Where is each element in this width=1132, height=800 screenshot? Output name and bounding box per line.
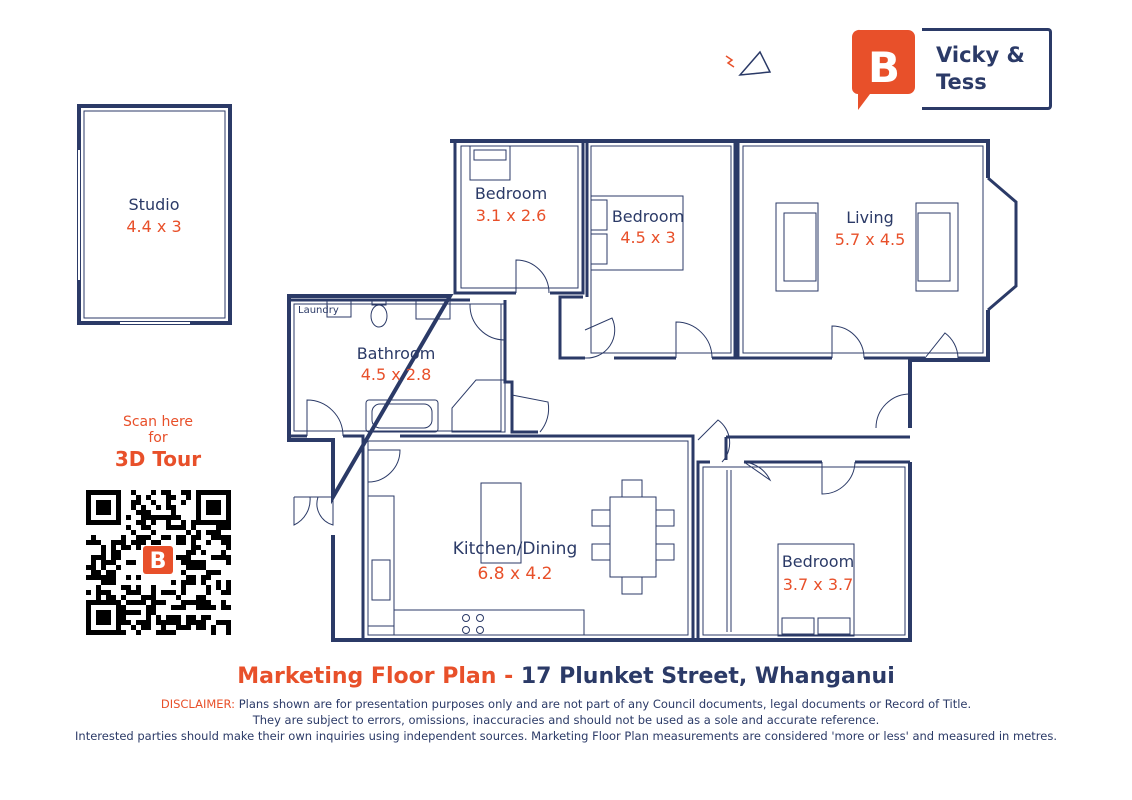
scan-line2: for (148, 430, 168, 446)
disclaimer-line2: They are subject to errors, omissions, i… (252, 713, 880, 727)
footer-title: Marketing Floor Plan - 17 Plunket Street… (0, 664, 1132, 689)
room-name-studio: Studio (129, 195, 180, 214)
room-dims-bathroom: 4.5 x 2.8 (361, 365, 432, 384)
room-name-bedroom3: Bedroom (782, 552, 854, 571)
room-dims-studio: 4.4 x 3 (126, 217, 181, 236)
scan-callout: Scan here for 3D Tour (100, 414, 216, 472)
svg-text:B: B (868, 43, 900, 92)
disclaimer-line3: Interested parties should make their own… (75, 729, 1057, 743)
brand-name: Vicky & Tess (936, 42, 1025, 96)
room-dims-bedroom3: 3.7 x 3.7 (783, 575, 854, 594)
studio-room (77, 104, 232, 325)
footer-address: 17 Plunket Street, Whanganui (520, 664, 895, 689)
disclaimer-line1: DISCLAIMER: Plans shown are for presenta… (0, 696, 1132, 712)
room-dims-kitchen: 6.8 x 4.2 (478, 564, 553, 584)
room-labels: Studio 4.4 x 3 Bedroom 3.1 x 2.6 Bedroom… (126, 184, 905, 594)
fixtures (326, 145, 959, 637)
house-walls (287, 139, 1018, 642)
disclaimer-text1: Plans shown are for presentation purpose… (238, 697, 972, 711)
brand-frame (922, 28, 1052, 110)
room-name-living: Living (846, 208, 894, 227)
speech-bubble-logo-icon: B (851, 29, 915, 110)
room-name-bedroom2: Bedroom (612, 207, 684, 226)
room-name-bedroom1: Bedroom (475, 184, 547, 203)
brand-name-line1: Vicky & (936, 43, 1025, 67)
room-name-kitchen: Kitchen/Dining (453, 539, 578, 559)
scan-line3: 3D Tour (114, 447, 202, 471)
brand-name-line2: Tess (936, 70, 987, 94)
interior-walls (289, 141, 988, 640)
room-name-bathroom: Bathroom (357, 344, 436, 363)
room-dims-bedroom2: 4.5 x 3 (620, 228, 675, 247)
north-arrow-icon (725, 50, 772, 76)
svg-text:B: B (150, 549, 167, 574)
footer-title-prefix: Marketing Floor Plan - (237, 664, 521, 689)
room-dims-living: 5.7 x 4.5 (835, 230, 906, 249)
qr-code-icon: B (86, 490, 231, 635)
inner-wall-lines (293, 145, 984, 636)
scan-line1: Scan here (122, 414, 194, 430)
room-dims-bedroom1: 3.1 x 2.6 (476, 206, 547, 225)
door-swings (293, 259, 959, 526)
room-name-laundry: Laundry (298, 305, 339, 316)
disclaimer-label: DISCLAIMER: (160, 697, 236, 711)
